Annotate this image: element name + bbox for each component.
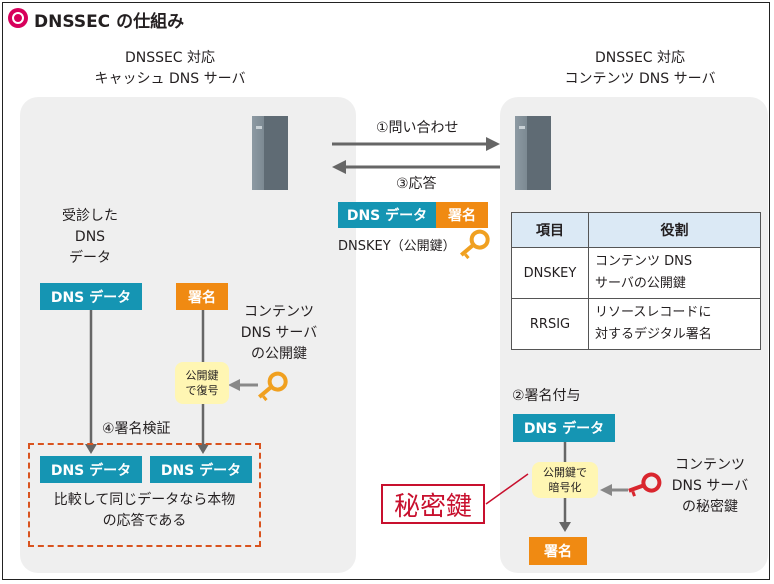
secret-key-callout: 秘密鍵 (381, 484, 485, 524)
verify-description: 比較して同じデータなら本物 の応答である (30, 490, 259, 532)
dnskey-label: DNSKEY（公開鍵） (338, 239, 456, 254)
verify-region (28, 443, 261, 547)
encrypt-bubble: 公開鍵で 暗号化 (532, 462, 598, 498)
cell-line: コンテンツ DNS (595, 254, 693, 269)
desc-line: 比較して同じデータなら本物 (53, 492, 236, 508)
table-cell: DNSKEY (511, 247, 589, 299)
bubble-line: 暗号化 (548, 481, 582, 494)
table-cell: RRSIG (511, 298, 589, 350)
query-arrow-label: ①問い合わせ (376, 120, 459, 136)
cell-line: リソースレコードに (595, 305, 712, 320)
label-line: コンテンツ (675, 457, 745, 473)
cell-line: サーバの公開鍵 (595, 276, 686, 291)
label-line: データ (69, 250, 111, 266)
server-icon (252, 116, 288, 190)
record-table: 項目 役割 DNSKEY コンテンツ DNS サーバの公開鍵 RRSIG リソー… (511, 212, 761, 350)
bubble-line: 公開鍵で (543, 466, 587, 479)
cache-server-header: DNSSEC 対応 キャッシュ DNS サーバ (60, 48, 280, 90)
table-cell: リソースレコードに 対するデジタル署名 (588, 298, 761, 350)
header-line: DNSSEC 対応 (594, 50, 686, 66)
table-header-row: 項目 役割 (511, 212, 761, 248)
label-line: DNS (74, 229, 106, 245)
verify-label: ④署名検証 (102, 421, 171, 437)
contents-secret-key-label: コンテンツ DNS サーバ の秘密鍵 (662, 455, 758, 518)
label-line: の秘密鍵 (682, 499, 738, 515)
cell-line: 対するデジタル署名 (595, 327, 712, 342)
label-line: DNS サーバ (671, 478, 749, 494)
desc-line: の応答である (102, 513, 187, 529)
cache-server-panel (20, 97, 356, 573)
table-header: 項目 (511, 212, 589, 248)
key-icon (257, 371, 288, 402)
bubble-line: で復号 (185, 384, 219, 397)
table-row: RRSIG リソースレコードに 対するデジタル署名 (511, 298, 761, 350)
label-line: コンテンツ (244, 304, 314, 320)
sign-dns-data-box: DNS データ (513, 414, 615, 442)
table-row: DNSKEY コンテンツ DNS サーバの公開鍵 (511, 247, 761, 299)
key-icon (628, 472, 662, 497)
header-line: キャッシュ DNS サーバ (94, 71, 246, 87)
received-dns-data-box: DNS データ (40, 283, 142, 310)
key-icon (459, 229, 490, 260)
decrypt-bubble: 公開鍵 で復号 (175, 362, 229, 404)
title-bullet-icon (8, 8, 28, 28)
signed-signature-box: 署名 (529, 537, 587, 565)
header-line: コンテンツ DNS サーバ (564, 71, 716, 87)
label-line: DNS サーバ (240, 325, 318, 341)
diagram-title: DNSSEC の仕組み (34, 12, 185, 32)
table-header: 役割 (588, 212, 761, 248)
sign-label: ②署名付与 (512, 388, 581, 404)
received-data-label: 受診した DNS データ (40, 206, 140, 269)
header-line: DNSSEC 対応 (124, 50, 216, 66)
verify-dns-data-box: DNS データ (40, 456, 142, 483)
contents-server-header: DNSSEC 対応 コンテンツ DNS サーバ (540, 48, 740, 90)
label-line: の公開鍵 (251, 346, 307, 362)
received-signature-box: 署名 (176, 283, 228, 310)
response-arrow-label: ③応答 (396, 176, 437, 192)
response-signature-box: 署名 (436, 202, 488, 228)
table-cell: コンテンツ DNS サーバの公開鍵 (588, 247, 761, 299)
label-line: 受診した (62, 208, 118, 224)
bubble-line: 公開鍵 (185, 369, 219, 382)
verify-dns-data-box: DNS データ (150, 456, 252, 483)
server-icon (515, 116, 551, 190)
contents-public-key-label: コンテンツ DNS サーバ の公開鍵 (226, 302, 332, 365)
response-dns-data-box: DNS データ (338, 202, 436, 228)
